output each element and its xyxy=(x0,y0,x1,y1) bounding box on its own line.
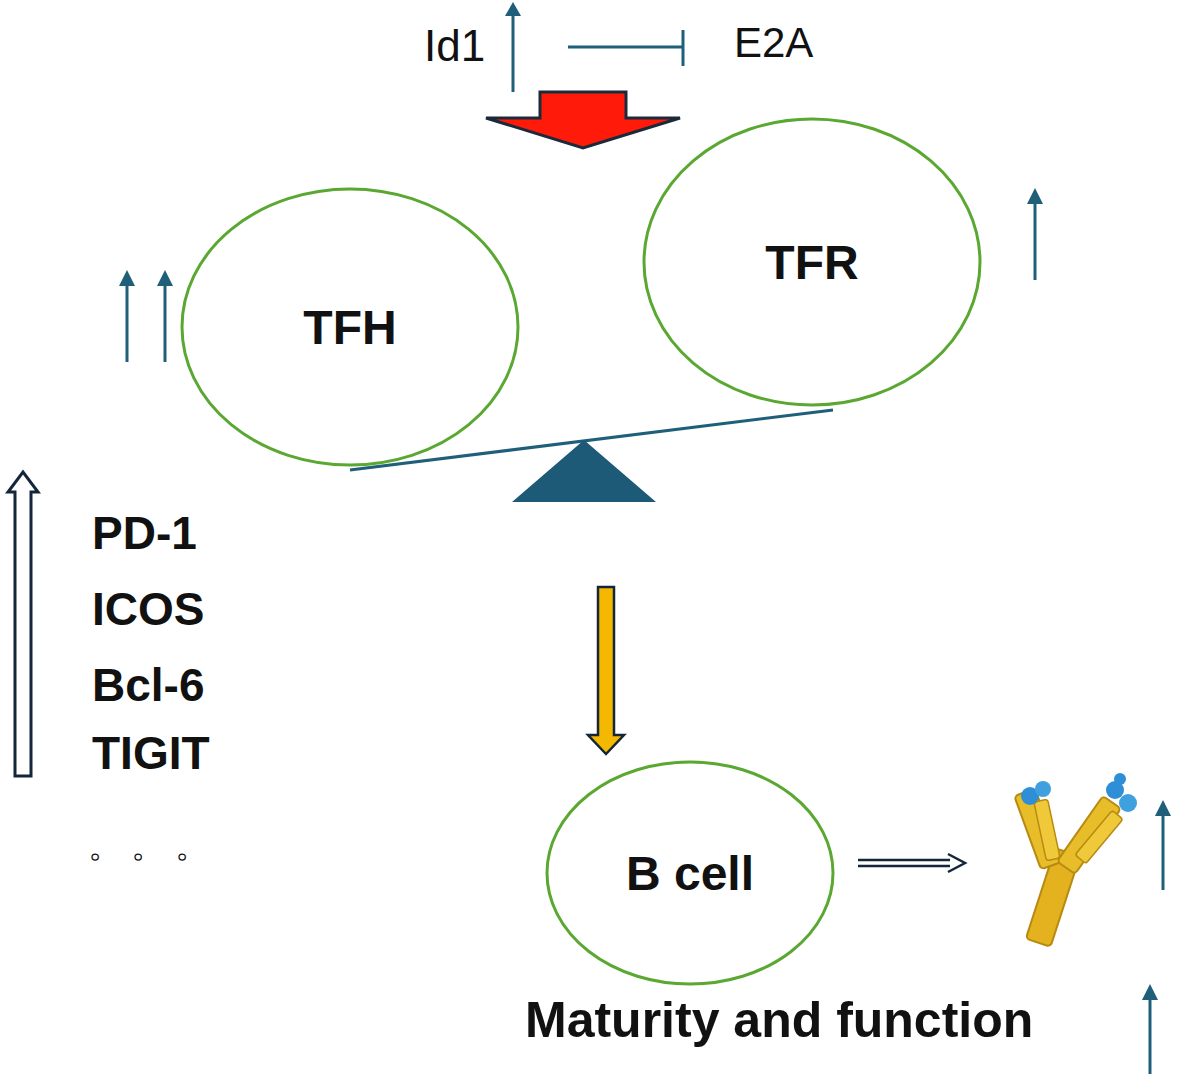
marker-label: PD-1 xyxy=(92,510,197,556)
up-arrow xyxy=(1149,990,1152,1074)
antibody-illustration xyxy=(1014,773,1137,947)
marker-label: ICOS xyxy=(92,586,204,632)
arrow-head xyxy=(119,270,135,286)
up-arrow xyxy=(126,276,129,362)
arrow-head xyxy=(948,854,965,872)
up-arrow xyxy=(512,6,515,92)
up-arrow xyxy=(1034,194,1037,280)
gene-label: Id1 xyxy=(424,24,485,68)
cell-label: B cell xyxy=(626,846,754,901)
hollow-up-arrow xyxy=(8,472,38,776)
arrow-head xyxy=(1027,188,1043,204)
arrow-head xyxy=(157,270,173,286)
ellipsis-label: 。 。 。 xyxy=(88,828,209,862)
inhibition-line xyxy=(568,46,683,49)
caption-label: Maturity and function xyxy=(525,995,1033,1045)
seesaw-fulcrum xyxy=(512,440,656,502)
tfr-cell: TFR xyxy=(642,117,982,407)
arrow-head xyxy=(505,2,521,16)
inhibition-bar xyxy=(682,30,685,66)
cell-label: TFH xyxy=(303,300,396,355)
arrow-head xyxy=(1142,984,1158,1000)
cell-label: TFR xyxy=(765,235,858,290)
b-cell: B cell xyxy=(545,760,835,986)
double-arrow xyxy=(858,865,950,868)
marker-label: Bcl-6 xyxy=(92,662,204,708)
up-arrow xyxy=(164,276,167,362)
marker-label: TIGIT xyxy=(92,730,210,776)
gene-label: E2A xyxy=(734,22,813,64)
yellow-arrow xyxy=(588,587,624,754)
up-arrow xyxy=(1162,806,1165,890)
tfh-cell: TFH xyxy=(180,187,520,467)
arrow-head xyxy=(1155,800,1171,816)
red-arrow xyxy=(486,92,680,148)
